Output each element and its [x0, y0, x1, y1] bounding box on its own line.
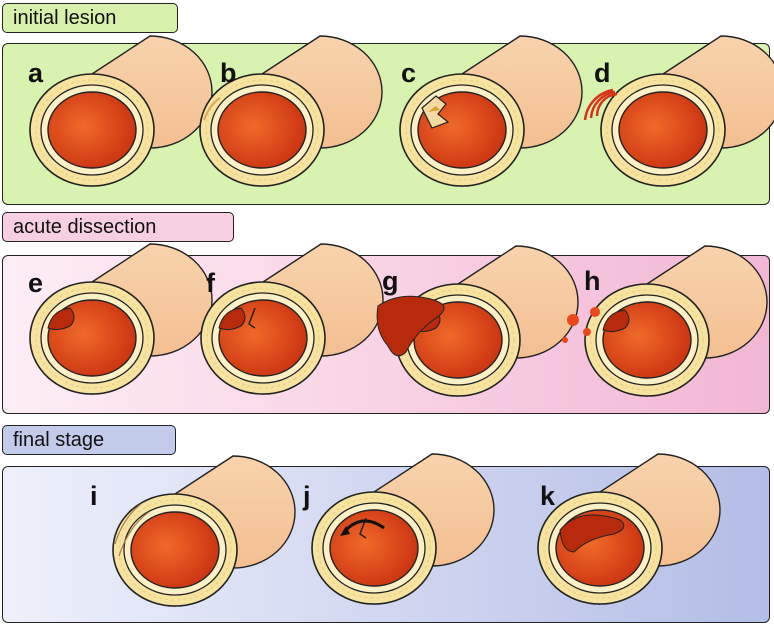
stage-letter-d: d: [594, 58, 611, 88]
arrow-head: [340, 526, 350, 536]
wall-degeneration: [203, 97, 221, 121]
lumen: [329, 509, 419, 587]
blood-droplet: [583, 328, 591, 336]
section-label-initial-lesion: initial lesion: [2, 3, 178, 33]
media-texture: [401, 289, 515, 391]
lumen: [130, 511, 220, 589]
stage-letter-a: a: [28, 58, 44, 88]
healed-wall: [114, 503, 150, 557]
aorta-cross-section-e: [29, 243, 213, 396]
stage-letter-e: e: [28, 268, 43, 298]
media-texture: [35, 287, 149, 389]
aorta-cross-section-i: [112, 455, 296, 608]
media-texture: [35, 79, 149, 181]
aorta-cross-section-k: [537, 453, 721, 606]
blood-droplet: [562, 337, 568, 343]
lumen: [47, 91, 137, 169]
stress-wave: [583, 88, 614, 121]
stress-wave: [595, 92, 618, 117]
media-texture: [543, 497, 657, 599]
media-texture: [590, 289, 704, 391]
aorta-cross-section-d: [583, 35, 774, 188]
intimal-tear: [359, 517, 367, 539]
aorta-cross-section-c: [399, 35, 583, 188]
blood-droplet: [590, 307, 600, 317]
section-label-acute-dissection: acute dissection: [2, 212, 234, 242]
media-texture: [118, 499, 232, 601]
media-texture: [205, 79, 319, 181]
stage-letter-g: g: [382, 266, 399, 296]
lumen: [618, 91, 708, 169]
lumen: [217, 91, 307, 169]
stage-letter-i: i: [90, 481, 98, 511]
intimal-lesion: [421, 95, 450, 129]
aorta-cross-section-f: [200, 243, 384, 396]
false-lumen: [47, 307, 75, 331]
stage-letter-b: b: [220, 58, 237, 88]
media-texture: [206, 287, 320, 389]
stage-letter-k: k: [540, 481, 556, 511]
stage-letter-f: f: [206, 268, 216, 298]
aorta-cross-section-b: [199, 35, 383, 188]
stress-wave: [589, 90, 616, 119]
false-lumen: [218, 307, 246, 331]
blood-droplet: [567, 314, 579, 326]
aorta-cross-section-g: [376, 245, 579, 398]
aorta-cross-section-a: [29, 35, 213, 188]
media-texture: [405, 79, 519, 181]
stage-letter-h: h: [584, 266, 601, 296]
aorta-cross-section-j: [311, 453, 495, 606]
section-label-final-stage: final stage: [2, 425, 176, 455]
stage-letter-j: j: [302, 481, 311, 511]
stage-letter-c: c: [401, 58, 416, 88]
media-texture: [317, 497, 431, 599]
lesion-core: [428, 106, 440, 112]
hemorrhage: [376, 295, 445, 357]
media-texture: [606, 79, 720, 181]
intimal-tear: [248, 307, 256, 329]
false-lumen: [602, 309, 630, 333]
false-lumen: [559, 514, 625, 553]
aorta-cross-section-h: [562, 245, 768, 398]
